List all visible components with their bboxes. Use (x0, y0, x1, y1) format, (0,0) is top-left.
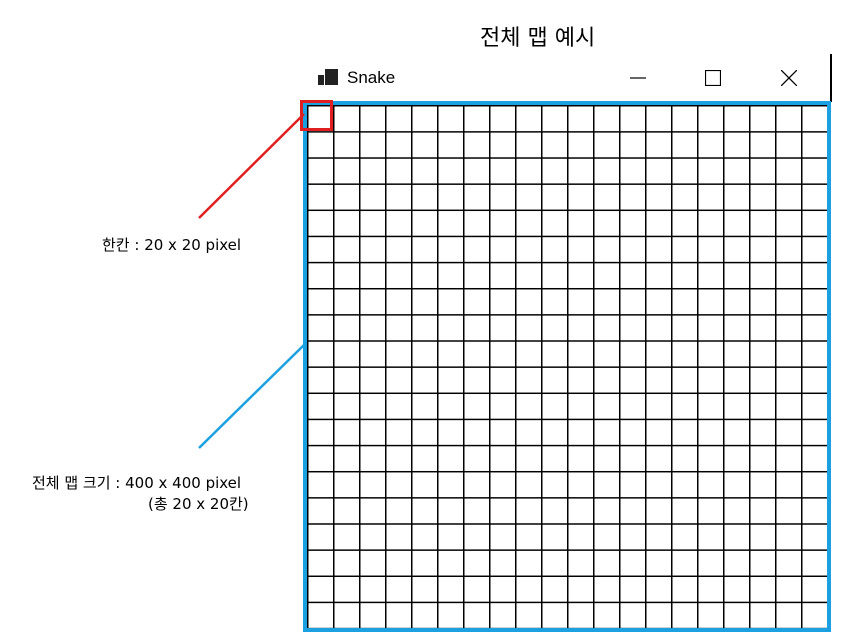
window-border (830, 54, 832, 102)
maximize-button[interactable] (690, 62, 736, 94)
maximize-icon (705, 70, 721, 86)
minimize-button[interactable] (615, 62, 661, 94)
minimize-icon (630, 77, 646, 79)
map-size-label: 전체 맵 크기 : 400 x 400 pixel (32, 474, 242, 492)
close-button[interactable] (766, 62, 812, 94)
game-map[interactable] (303, 101, 831, 632)
cell-leader-line (198, 113, 305, 219)
cell-size-label: 한칸 : 20 x 20 pixel (102, 236, 242, 254)
close-icon (781, 70, 797, 86)
map-leader-line (198, 343, 306, 449)
map-grid (307, 105, 827, 628)
map-cell-count-label: (총 20 x 20칸) (148, 495, 249, 513)
title-bar[interactable]: Snake (301, 54, 830, 100)
app-window-icon (318, 69, 338, 85)
page-title: 전체 맵 예시 (480, 26, 596, 51)
window-title: Snake (347, 68, 396, 87)
